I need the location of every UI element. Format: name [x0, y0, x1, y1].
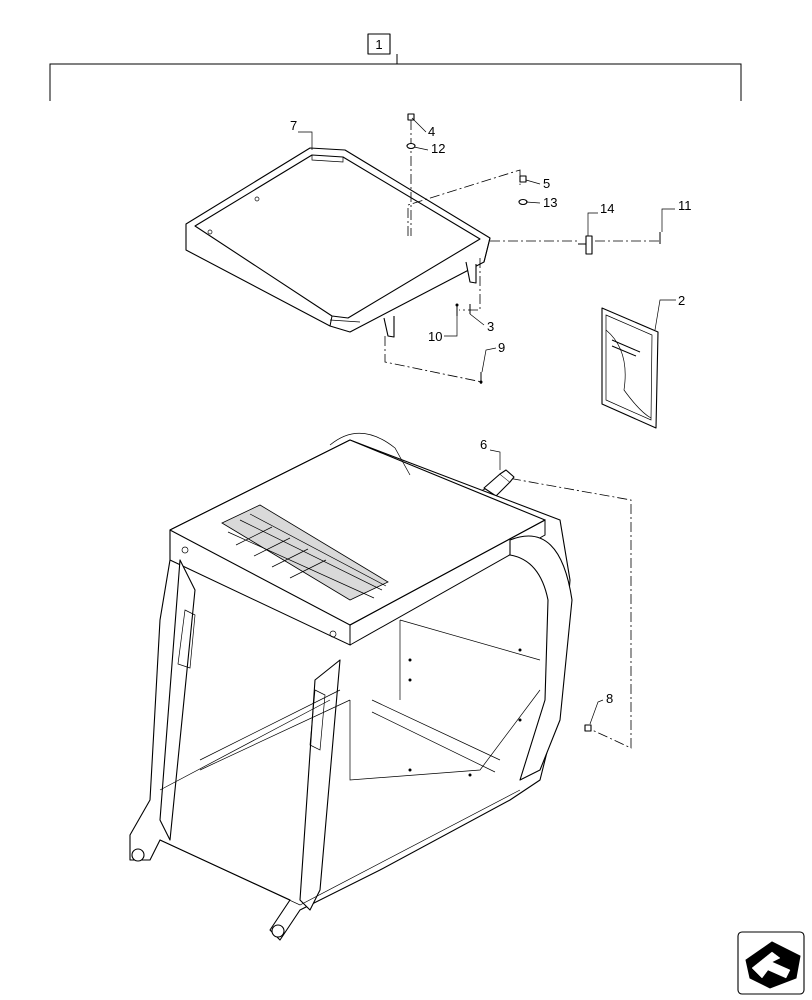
callout-12[interactable]: 12: [431, 141, 445, 156]
assembly-lines: [384, 120, 662, 749]
assembly-item-number: 1: [375, 37, 382, 52]
part-5-nut[interactable]: [519, 175, 527, 183]
assembly-item-box[interactable]: [367, 33, 391, 55]
part-4-bolt[interactable]: [407, 113, 415, 121]
callout-4[interactable]: 4: [428, 124, 435, 139]
part-6-fitting[interactable]: [483, 469, 515, 497]
callout-10[interactable]: 10: [428, 329, 442, 344]
callout-7[interactable]: 7: [290, 118, 297, 133]
part-10-screw[interactable]: [455, 303, 459, 317]
callout-13[interactable]: 13: [543, 195, 557, 210]
part-7-tray[interactable]: [185, 147, 491, 338]
callout-5[interactable]: 5: [543, 176, 550, 191]
callout-labels: 7 4 12 5 13 14 11 2 3 10 9 6 8: [290, 118, 692, 706]
leader-lines: [298, 117, 676, 725]
callout-8[interactable]: 8: [606, 691, 613, 706]
part-9-screw[interactable]: [479, 372, 483, 384]
part-2-manual[interactable]: [601, 307, 659, 429]
part-8-plug[interactable]: [584, 724, 592, 732]
callout-3[interactable]: 3: [487, 319, 494, 334]
callout-2[interactable]: 2: [678, 293, 685, 308]
callout-6[interactable]: 6: [480, 437, 487, 452]
callout-9[interactable]: 9: [498, 340, 505, 355]
callout-11[interactable]: 11: [678, 198, 692, 213]
part-13-washer[interactable]: [518, 198, 528, 206]
assembly-bracket: 1: [49, 33, 742, 101]
callout-14[interactable]: 14: [600, 201, 614, 216]
arrow-navigation-icon[interactable]: [737, 931, 805, 995]
part-12-washer[interactable]: [406, 142, 416, 150]
hardware: [406, 113, 661, 732]
cab-frame[interactable]: [129, 432, 573, 941]
part-14-clip[interactable]: [578, 235, 593, 255]
